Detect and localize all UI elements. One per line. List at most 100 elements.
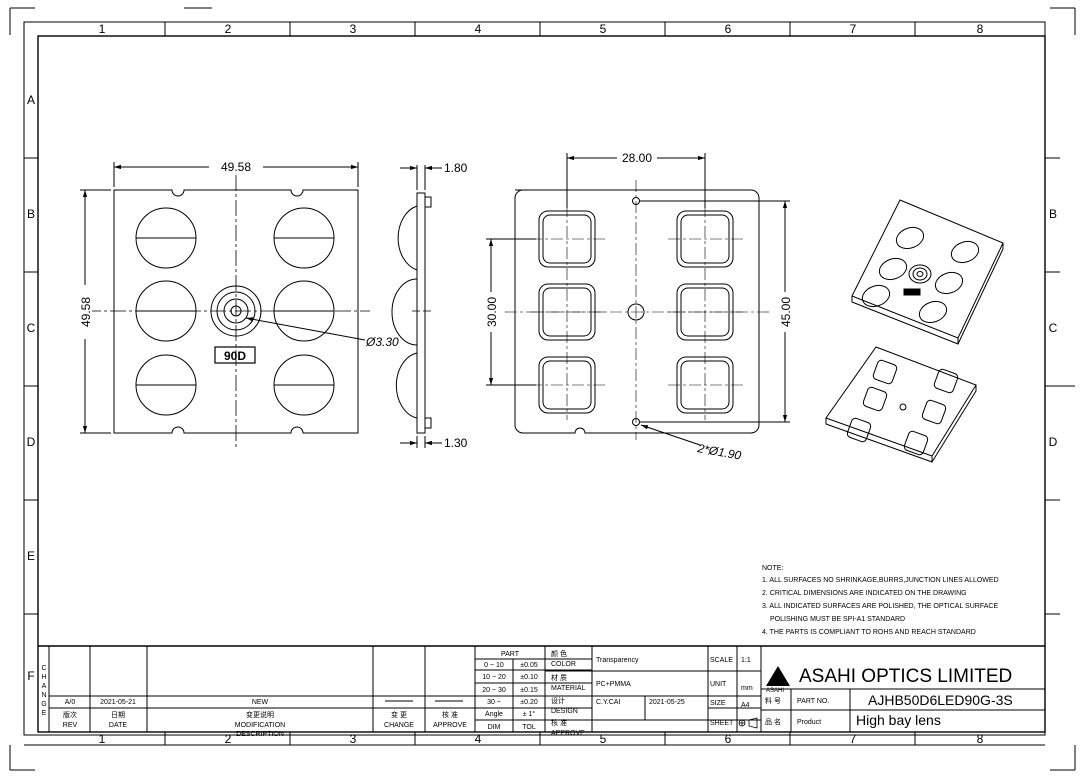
hole-dia-dim: 2*Ø1.90 <box>695 441 742 463</box>
change-header: CHANGE <box>384 722 414 729</box>
tol-range-5: Angle <box>485 711 503 718</box>
design-date: 2021-05-25 <box>649 699 685 706</box>
notes-title: NOTE: <box>762 565 783 572</box>
corner-marks <box>9 7 1076 771</box>
zone-row-a: A <box>27 93 35 107</box>
change-header-cn: 变 更 <box>391 710 407 719</box>
note-3b: POLISHING MUST BE SPI-A1 STANDARD <box>770 616 905 623</box>
part-no-label-cn: 料 号 <box>765 696 781 705</box>
rev-value: A/0 <box>65 699 76 706</box>
tolerance-table: PART 0 ~ 10 ±0.05 10 ~ 20 ±0.10 20 ~ 30 … <box>482 651 538 731</box>
material-label-cn: 材 质 <box>551 673 567 682</box>
tol-range-4: 30 ~ <box>487 699 501 706</box>
material-value: PC+PMMA <box>596 681 631 688</box>
front-lens-outline <box>113 189 359 434</box>
zone-labels-bottom: 1 2 3 4 5 6 7 8 <box>99 732 984 746</box>
zone-labels-left: A B C D E F <box>27 93 36 683</box>
part-number: AJHB50D6LED90G-3S <box>868 692 1013 708</box>
zone-col-4-bottom: 4 <box>475 732 482 746</box>
back-inner-height-dim: 30.00 <box>485 297 499 327</box>
side-top-dim: 1.80 <box>444 161 468 175</box>
border-frame <box>23 21 1046 736</box>
zone-ticks <box>24 22 1075 746</box>
product-label-cn: 品 名 <box>765 717 781 726</box>
company-short: ASAHI <box>766 688 784 694</box>
zone-col-3-bottom: 3 <box>350 732 357 746</box>
note-4: 4. THE PARTS IS COMPLIANT TO ROHS AND RE… <box>762 629 976 636</box>
note-1: 1. ALL SURFACES NO SHRINKAGE,BURRS,JUNCT… <box>762 577 999 584</box>
revision-table: A/0 2021-05-21 NEW 版次 REV 日期 DATE 变更说明 M… <box>63 699 467 738</box>
iso-view-front <box>851 199 1004 345</box>
mod-header: MODIFICATION <box>235 722 285 729</box>
date-header: DATE <box>109 722 127 729</box>
color-value: Transparency <box>596 657 639 664</box>
tol-part: PART <box>501 651 520 658</box>
zone-labels-top: 1 2 3 4 5 6 7 8 <box>99 22 984 36</box>
tol-range-2: 10 ~ 20 <box>482 674 506 681</box>
zone-row-d-right: D <box>1049 435 1058 449</box>
notes-block: NOTE: 1. ALL SURFACES NO SHRINKAGE,BURRS… <box>762 565 999 636</box>
marking-box <box>214 346 256 364</box>
sheet-label: SHEET <box>710 720 734 727</box>
side-dome-1 <box>397 205 418 271</box>
unit-label: UNIT <box>710 681 727 688</box>
product-name: High bay lens <box>856 712 941 728</box>
rev-description: NEW <box>252 699 269 706</box>
size-value: A4 <box>741 702 750 709</box>
design-label-cn: 设计 <box>551 696 565 705</box>
design-value: C.Y.CAI <box>596 699 620 706</box>
approve-header-cn: 核 准 <box>442 710 458 719</box>
side-dome-2 <box>391 278 418 346</box>
tol-val-4: ±0.20 <box>520 699 538 706</box>
locating-hole-bottom <box>632 418 640 426</box>
locating-hole-top <box>632 197 640 205</box>
zone-row-c: C <box>27 321 36 335</box>
zone-col-4: 4 <box>475 22 482 36</box>
front-width-dim: 49.58 <box>221 160 251 174</box>
zone-col-5-bottom: 5 <box>600 732 607 746</box>
company-block: ASAHI ASAHI OPTICS LIMITED 料 号 PART NO. … <box>765 666 1013 728</box>
desc-header: DESCRIPTION <box>236 731 284 738</box>
rev-header-cn: 版次 <box>63 710 77 719</box>
tol-range-1: 0 ~ 10 <box>484 662 504 669</box>
size-label: SIZE <box>710 700 726 707</box>
back-lens-outline <box>514 189 760 434</box>
zone-col-2: 2 <box>225 22 232 36</box>
lens-marking: 90D <box>224 349 246 363</box>
back-outer-height-dim: 45.00 <box>779 297 793 327</box>
note-3: 3. ALL INDICATED SURFACES ARE POLISHED, … <box>762 603 998 610</box>
zone-col-7-bottom: 7 <box>850 732 857 746</box>
approve-label-cn: 核 准 <box>551 718 567 727</box>
design-label: DESIGN <box>551 708 578 715</box>
zone-row-b: B <box>27 207 35 221</box>
material-label: MATERIAL <box>551 685 586 692</box>
projection-icon <box>738 717 758 729</box>
zone-col-8: 8 <box>977 22 984 36</box>
tol-val-1: ±0.05 <box>520 662 538 669</box>
zone-col-7: 7 <box>850 22 857 36</box>
color-label-cn: 颜 色 <box>551 649 567 658</box>
rev-date: 2021-05-21 <box>100 699 136 706</box>
zone-col-1: 1 <box>99 22 106 36</box>
zone-row-b-right: B <box>1049 207 1057 221</box>
scale-label: SCALE <box>710 657 733 664</box>
side-view-labels: 1.80 1.30 <box>444 161 468 450</box>
side-dome-3 <box>395 352 418 419</box>
tol-val-3: ±0.15 <box>520 687 538 694</box>
back-center-hole <box>627 303 645 321</box>
dia-leader <box>245 317 366 341</box>
approve-header: APPROVE <box>433 722 467 729</box>
zone-col-2-bottom: 2 <box>225 732 232 746</box>
front-view <box>80 162 370 450</box>
front-height-dim: 49.58 <box>79 297 93 327</box>
zone-row-d: D <box>27 435 36 449</box>
back-view-labels: 28.00 30.00 45.00 2*Ø1.90 <box>484 151 793 463</box>
zone-col-8-bottom: 8 <box>977 732 984 746</box>
zone-col-6: 6 <box>725 22 732 36</box>
approve-label: APPROVE <box>551 730 585 737</box>
note-2: 2. CRITICAL DIMENSIONS ARE INDICATED ON … <box>762 590 967 597</box>
date-header-cn: 日期 <box>111 711 125 719</box>
